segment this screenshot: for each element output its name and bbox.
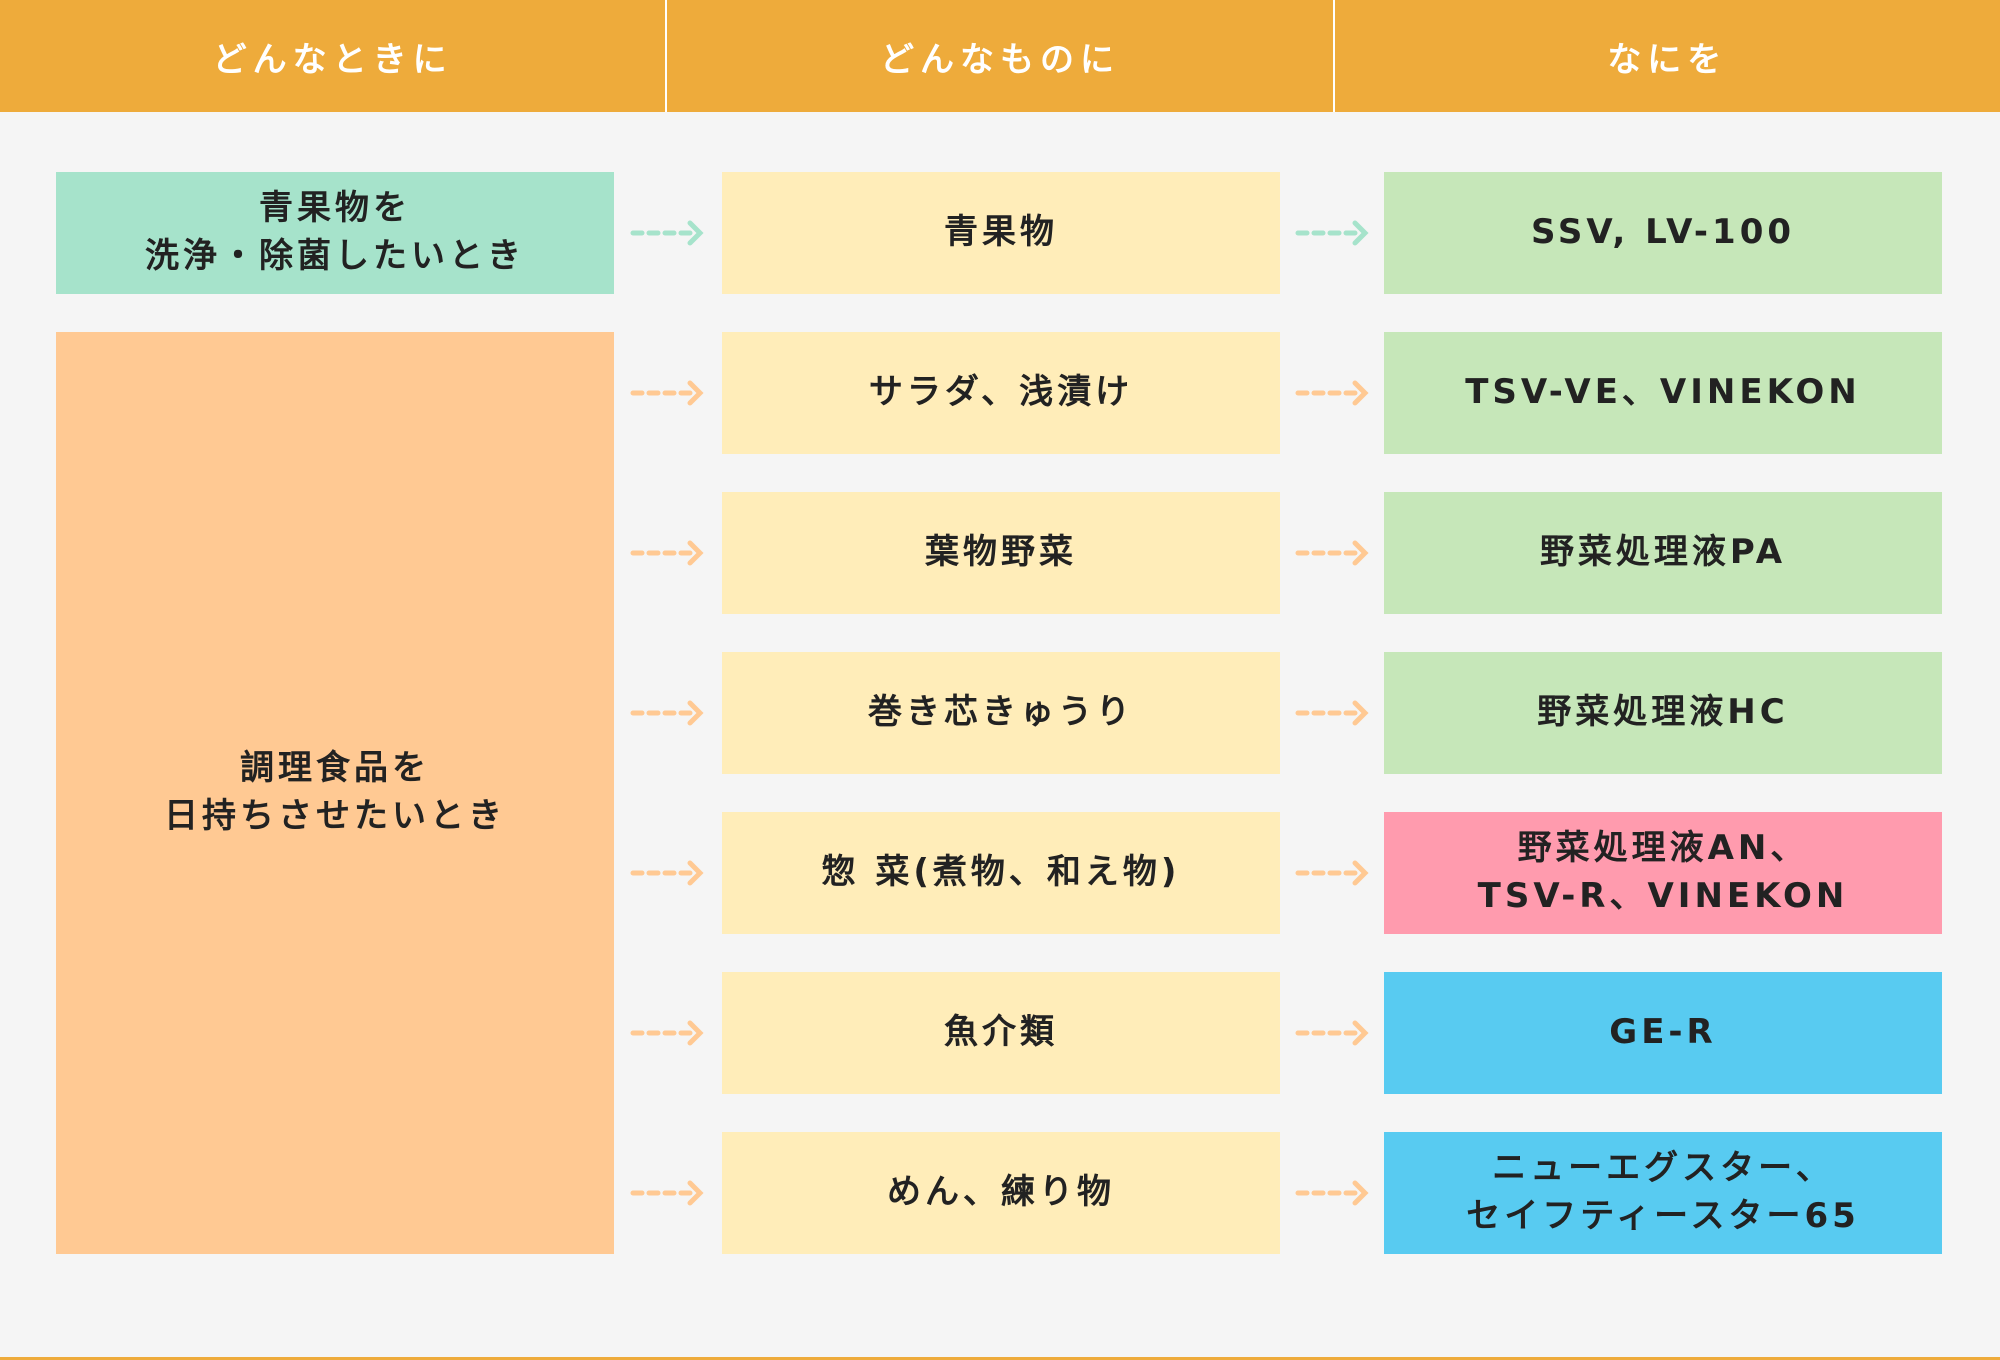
dashed-arrow-icon bbox=[1295, 380, 1369, 406]
dashed-arrow-icon bbox=[1295, 540, 1369, 566]
product-box: 野菜処理液HC bbox=[1384, 652, 1942, 774]
product-label: 野菜処理液AN、 TSV-R、VINEKON bbox=[1477, 828, 1849, 916]
header-bar: どんなときに どんなものに なにを bbox=[0, 0, 2000, 112]
target-box: 青果物 bbox=[722, 172, 1280, 294]
product-box: 野菜処理液AN、 TSV-R、VINEKON bbox=[1384, 812, 1942, 934]
dashed-arrow-icon bbox=[1295, 220, 1369, 246]
situation-preserve: 調理食品を 日持ちさせたいとき bbox=[56, 332, 614, 1254]
dashed-arrow-icon bbox=[630, 540, 704, 566]
dashed-arrow-icon bbox=[1295, 1020, 1369, 1046]
product-box: 野菜処理液PA bbox=[1384, 492, 1942, 614]
dashed-arrow-icon bbox=[630, 1180, 704, 1206]
dashed-arrow-icon bbox=[1295, 860, 1369, 886]
product-label: GE-R bbox=[1609, 1012, 1717, 1053]
target-box: サラダ、浅漬け bbox=[722, 332, 1280, 454]
target-box: めん、練り物 bbox=[722, 1132, 1280, 1254]
dashed-arrow-icon bbox=[630, 1020, 704, 1046]
product-label: 野菜処理液HC bbox=[1537, 692, 1789, 733]
bottom-border bbox=[0, 1357, 2000, 1360]
target-box: 葉物野菜 bbox=[722, 492, 1280, 614]
dashed-arrow-icon bbox=[630, 700, 704, 726]
header-what: なにを bbox=[1332, 0, 2000, 112]
product-label: ニューエグスター、 セイフティースター65 bbox=[1466, 1148, 1860, 1236]
dashed-arrow-icon bbox=[630, 380, 704, 406]
target-label: 魚介類 bbox=[944, 1012, 1058, 1053]
product-box: TSV-VE、VINEKON bbox=[1384, 332, 1942, 454]
target-label: 巻き芯きゅうり bbox=[868, 692, 1134, 733]
target-box: 魚介類 bbox=[722, 972, 1280, 1094]
product-box: ニューエグスター、 セイフティースター65 bbox=[1384, 1132, 1942, 1254]
dashed-arrow-icon bbox=[1295, 700, 1369, 726]
situation-wash: 青果物を 洗浄・除菌したいとき bbox=[56, 172, 614, 294]
product-box: GE-R bbox=[1384, 972, 1942, 1094]
header-what-for: どんなものに bbox=[665, 0, 1332, 112]
target-label: 惣 菜(煮物、和え物) bbox=[821, 852, 1181, 893]
situation-preserve-label: 調理食品を 日持ちさせたいとき bbox=[164, 748, 506, 836]
header-when: どんなときに bbox=[212, 39, 453, 80]
product-label: SSV, LV-100 bbox=[1530, 212, 1796, 253]
product-box: SSV, LV-100 bbox=[1384, 172, 1942, 294]
dashed-arrow-icon bbox=[630, 860, 704, 886]
target-label: 葉物野菜 bbox=[925, 532, 1077, 573]
target-label: サラダ、浅漬け bbox=[868, 372, 1134, 413]
dashed-arrow-icon bbox=[1295, 1180, 1369, 1206]
target-box: 巻き芯きゅうり bbox=[722, 652, 1280, 774]
target-label: めん、練り物 bbox=[887, 1172, 1115, 1213]
product-label: 野菜処理液PA bbox=[1539, 532, 1787, 573]
product-label: TSV-VE、VINEKON bbox=[1465, 372, 1861, 413]
situation-wash-label: 青果物を 洗浄・除菌したいとき bbox=[145, 188, 525, 276]
target-label: 青果物 bbox=[944, 212, 1058, 253]
target-box: 惣 菜(煮物、和え物) bbox=[722, 812, 1280, 934]
dashed-arrow-icon bbox=[630, 220, 704, 246]
